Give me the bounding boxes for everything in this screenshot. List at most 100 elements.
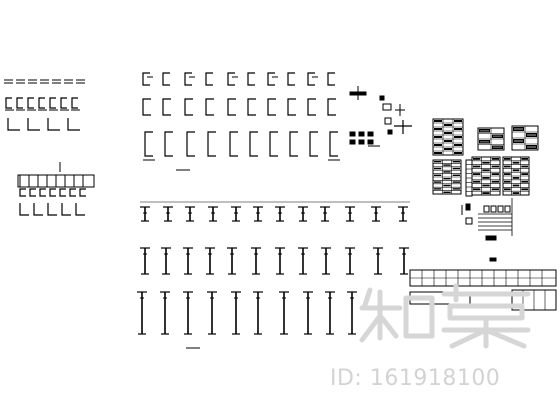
beam-section-c [307,72,315,86]
column-profile-medium [205,247,215,275]
table-cell-text [504,188,511,191]
table-cell-text [492,145,503,149]
table-cell-text [491,180,499,183]
beam-detail-c [5,97,12,109]
detail-box [490,205,497,213]
table-cell-text [504,158,511,160]
beam-section-c [327,98,336,116]
table-cell-text [512,192,520,194]
beam-section-c [162,98,171,116]
detail-box [504,205,511,213]
column-profile-small [371,206,381,222]
column-profile-large [303,291,313,335]
beam-section-grid [142,72,340,171]
plate-mark [382,103,392,111]
beam-detail-c [38,97,45,109]
schedule-tables [432,118,539,197]
beam-detail-c [39,188,46,197]
beam-section-c [247,98,256,116]
detail-box [465,217,473,225]
column-profile-medium [227,247,237,275]
beam-detail-l [33,203,43,216]
column-profile-small [231,206,241,222]
small-detail-block [358,131,365,137]
column-profile-medium [321,247,331,275]
table-cell-text [491,188,499,191]
beam-detail-c [60,97,67,109]
detail-mark [465,203,471,211]
table-cell-text [434,144,442,146]
table-cell-text [521,165,528,168]
table-cell-text [482,184,490,187]
table-cell-text [482,169,490,172]
table-cell-text [444,148,452,150]
beam-detail-c [71,97,78,109]
table-cell-text [482,161,490,164]
beam-section-c [247,72,255,86]
beam-section-c [327,72,335,86]
beam-section-c [267,98,276,116]
detail-mark [485,235,497,241]
column-profile-large [207,291,217,335]
beam-section-c [184,72,192,86]
small-detail-block [349,139,356,145]
beam-detail-group-mid-left [17,162,95,216]
table-cell-text [479,129,490,133]
schedule-table-c [511,125,539,151]
beam-section-c [162,72,170,86]
small-detail-cluster [349,86,412,147]
beam-section-c [144,131,153,157]
table-cell-text [454,152,462,154]
zhimo-logo-watermark [359,283,531,349]
table-cell-text [434,152,442,154]
beam-detail-c [16,97,23,109]
table-cell-text [513,127,524,131]
table-cell-text [512,177,520,179]
beam-section-c [164,131,173,157]
column-profile-large [347,291,357,335]
table-cell-text [521,158,528,160]
column-profile-medium [373,247,383,275]
schedule-table-a [432,118,464,156]
table-frame [432,118,464,156]
table-cell-text [492,134,503,138]
beam-section-c [269,131,278,157]
column-profile-large [325,291,335,335]
column-profile-medium [140,247,150,275]
small-detail-block [349,131,356,137]
column-profile-large [279,291,289,335]
detail-box [483,205,490,213]
beam-section-c [249,131,258,157]
table-cell-text [521,173,528,175]
beam-section-c [267,72,275,86]
beam-detail-c [69,188,76,197]
table-cell-text [454,144,462,146]
table-cell-text [454,128,462,130]
schedule-table-e [471,156,501,196]
table-cell-text [444,140,452,142]
column-profile-small [140,206,150,222]
column-profile-rows [137,201,410,349]
small-detail-block [358,139,365,145]
detail-box [497,205,504,213]
table-cell-text [504,180,511,183]
beam-section-c [329,131,338,157]
table-cell-text [482,192,490,194]
beam-section-c [229,131,238,157]
table-cell-text [473,173,481,175]
small-detail-block [367,131,374,137]
watermark-id-text: ID: 161918100 [330,366,501,391]
table-cell-text [473,188,481,191]
column-profile-large [137,291,147,335]
beam-section-c [207,131,216,157]
column-profile-small [298,206,308,222]
column-profile-small [398,206,408,222]
column-profile-medium [298,247,308,275]
table-cell-text [482,177,490,179]
beam-detail-l [47,118,60,131]
column-profile-medium [275,247,285,275]
table-cell-text [513,139,524,143]
small-detail-block [367,139,374,145]
column-profile-medium [345,247,355,275]
column-profile-small [320,206,330,222]
